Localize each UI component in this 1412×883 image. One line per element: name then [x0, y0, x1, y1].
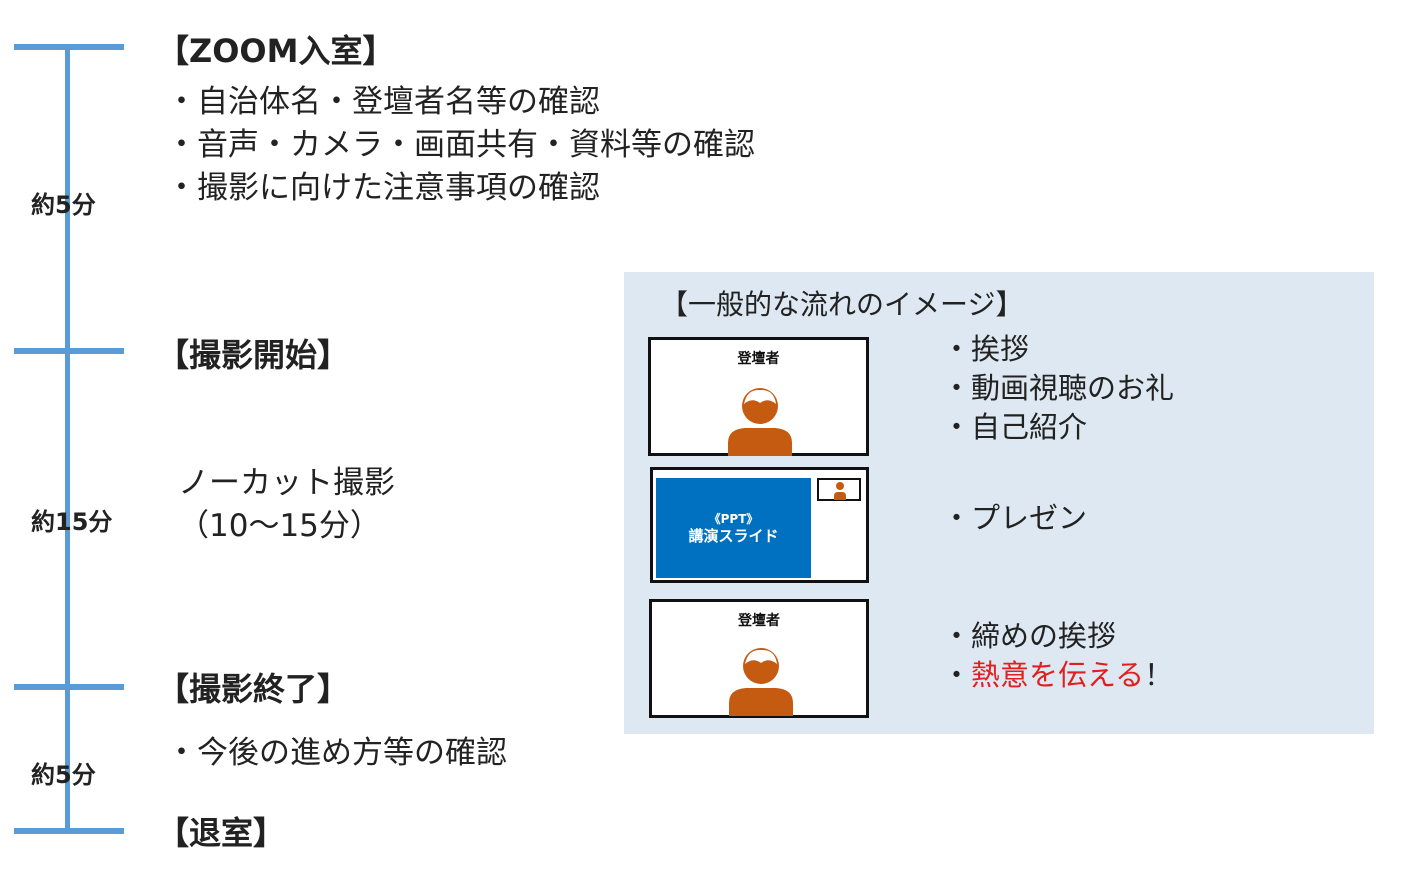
speaker-thumbnail	[817, 478, 861, 501]
emphasis-text: 熱意を伝える	[971, 658, 1145, 692]
speaker-frame-closing: 登壇者	[649, 599, 869, 718]
list-item: ・自己紹介	[942, 410, 1088, 444]
list-item: ・プレゼン	[942, 501, 1088, 535]
speaker-label: 登壇者	[737, 351, 780, 367]
phase-zoom-entry: 【ZOOM入室】	[157, 32, 395, 70]
list-item: ・挨拶	[942, 332, 1030, 366]
opening-steps: ・挨拶 ・動画視聴のお礼 ・自己紹介	[942, 330, 1174, 447]
list-item: ・動画視聴のお礼	[942, 371, 1175, 405]
list-item-emphasis: ・熱意を伝える！	[942, 656, 1173, 695]
person-icon	[728, 388, 792, 456]
list-item: ・自治体名・登壇者名等の確認	[166, 84, 600, 120]
timeline-tick-start	[14, 348, 124, 354]
timeline-tick-exit	[14, 828, 124, 834]
exclamation-mark: ！	[1144, 658, 1174, 692]
entry-checklist: ・自治体名・登壇者名等の確認 ・音声・カメラ・画面共有・資料等の確認 ・撮影に向…	[166, 81, 755, 210]
duration-label: 約5分	[31, 191, 96, 219]
closing-steps: ・締めの挨拶 ・熱意を伝える！	[942, 617, 1173, 695]
phase-exit: 【退室】	[157, 814, 286, 852]
phase-shooting-start: 【撮影開始】	[157, 336, 350, 374]
list-item: ・撮影に向けた注意事項の確認	[166, 170, 600, 206]
person-icon	[834, 482, 846, 500]
bullet-mark: ・	[942, 658, 972, 692]
list-item: ・音声・カメラ・画面共有・資料等の確認	[166, 127, 755, 163]
phase-shooting-end: 【撮影終了】	[157, 670, 350, 708]
list-item: ・今後の進め方等の確認	[166, 735, 507, 771]
slide-title: 講演スライド	[688, 527, 779, 545]
timeline-tick-end	[14, 684, 124, 690]
presentation-slide: 《PPT》 講演スライド	[656, 478, 811, 578]
flow-panel-title: 【一般的な流れのイメージ】	[660, 288, 1024, 321]
middle-steps: ・プレゼン	[942, 499, 1087, 538]
shooting-label: ノーカット撮影	[178, 465, 395, 501]
person-icon	[729, 648, 793, 716]
speaker-frame-opening: 登壇者	[648, 337, 869, 456]
list-item: ・締めの挨拶	[942, 619, 1117, 653]
shooting-description: ノーカット撮影 （10～15分）	[178, 462, 395, 548]
duration-label: 約15分	[31, 508, 113, 536]
timeline-tick-entry	[14, 44, 124, 50]
duration-label: 約5分	[31, 761, 96, 789]
end-checklist: ・今後の進め方等の確認	[166, 732, 507, 775]
speaker-label: 登壇者	[738, 613, 780, 629]
shooting-duration: （10～15分）	[178, 508, 381, 544]
slide-tag: 《PPT》	[708, 512, 759, 526]
timeline-axis	[65, 46, 70, 832]
